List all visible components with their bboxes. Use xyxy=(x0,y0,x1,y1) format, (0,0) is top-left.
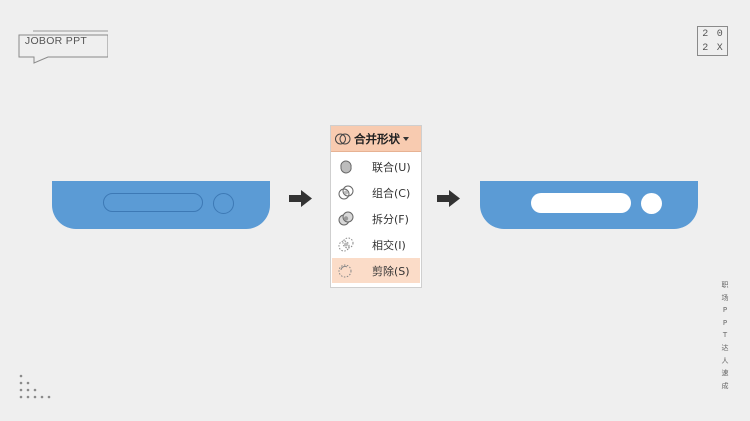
circle-cutout xyxy=(641,193,662,214)
year-char: 2 xyxy=(702,42,709,54)
slot-cutout xyxy=(531,193,631,213)
menu-item-union[interactable]: 联合(U) xyxy=(332,154,420,179)
menu-item-combine[interactable]: 组合(C) xyxy=(332,180,420,205)
tagline-char: 达 xyxy=(721,343,729,352)
year-char: 2 xyxy=(702,28,709,40)
tagline-char: P xyxy=(722,318,728,327)
arrow-right-icon xyxy=(289,190,312,207)
menu-item-label: 拆分(F) xyxy=(372,212,409,226)
dots-decoration xyxy=(19,374,51,399)
tagline-char: 速 xyxy=(721,369,729,378)
vertical-tagline: 职 场 P P T 达 人 速 成 xyxy=(718,279,732,392)
arrow-right-icon xyxy=(437,190,460,207)
union-shapes-icon xyxy=(340,160,352,173)
tagline-char: 成 xyxy=(721,381,729,390)
merge-shapes-menu: 合并形状 联合(U) 组合(C) 拆分(F) 相交(I) xyxy=(330,125,422,288)
year-char: X xyxy=(716,42,723,54)
menu-title: 合并形状 xyxy=(354,131,400,146)
combine-shapes-icon xyxy=(338,185,354,199)
fragment-shapes-icon xyxy=(338,211,354,225)
menu-item-label: 相交(I) xyxy=(372,238,406,252)
chevron-down-icon xyxy=(403,136,409,141)
tagline-char: 场 xyxy=(721,293,729,302)
menu-item-label: 组合(C) xyxy=(372,186,411,200)
phone-bottom-shape-after xyxy=(480,181,698,229)
tagline-char: 人 xyxy=(721,356,729,365)
merge-shapes-icon xyxy=(335,133,351,144)
menu-item-subtract[interactable]: 剪除(S) xyxy=(332,258,420,283)
intersect-shapes-icon xyxy=(338,237,354,251)
menu-item-label: 剪除(S) xyxy=(372,264,410,278)
logo-frame xyxy=(18,30,108,64)
phone-bottom-shape-before xyxy=(52,181,270,229)
menu-item-label: 联合(U) xyxy=(372,160,411,174)
tagline-char: T xyxy=(722,331,728,340)
merge-shapes-dropdown[interactable]: 合并形状 xyxy=(331,126,421,152)
subtract-shapes-icon xyxy=(338,264,352,277)
menu-item-intersect[interactable]: 相交(I) xyxy=(332,232,420,257)
tagline-char: 职 xyxy=(721,281,729,289)
circle-outline-shape xyxy=(213,193,234,214)
menu-item-fragment[interactable]: 拆分(F) xyxy=(332,206,420,231)
logo-text: JOBOR PPT xyxy=(24,35,88,47)
tagline-char: P xyxy=(722,306,728,315)
slot-outline-shape xyxy=(103,193,203,212)
year-char: 0 xyxy=(716,28,723,40)
year-badge: 2 0 2 X xyxy=(697,26,728,56)
